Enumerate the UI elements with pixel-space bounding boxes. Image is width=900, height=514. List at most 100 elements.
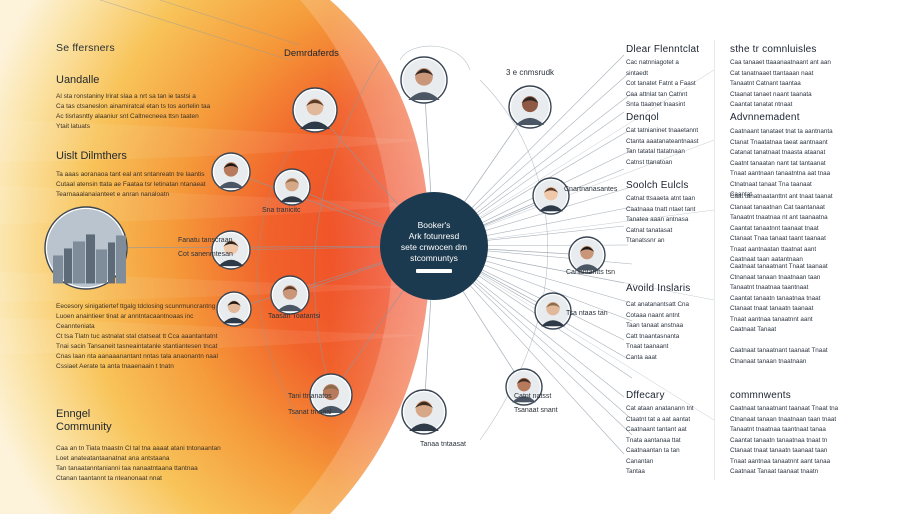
hub-line-3: sete cnwocen dm (400, 241, 468, 252)
text-line: Caatnaantan ta tan (626, 447, 680, 454)
node-caption-left-1: Sna tranicitc (262, 207, 301, 214)
text-line: Caatnaat taan aatantnaan (730, 256, 803, 263)
building-shape (96, 249, 107, 284)
text-line: Catt tnaantasnanta (626, 332, 680, 340)
left-section-1-title: Uandalle (56, 74, 100, 86)
text-line: Caatnt tanaatan nant tat tantaanat (730, 159, 826, 167)
text-line: Caa attnlat tan Catnnt (626, 90, 688, 98)
hair-shape (521, 97, 539, 104)
text-line: Tan tanaatanntanianni taa nanaatntaana t… (56, 465, 198, 472)
shoulders-shape (512, 396, 536, 403)
city-skyline-icon (44, 206, 128, 290)
portrait-icon (270, 275, 310, 315)
text-line: Caantat tanatat ntnaat (730, 101, 793, 108)
mid-section-4-body: Cat anatanantsatt Cna Cotaaa naant antnt… (626, 300, 700, 363)
right-section-6-body: Caatnaat tanaatnant taanaat Tnaat tna Ct… (730, 404, 864, 478)
shoulders-shape (300, 121, 330, 129)
text-line: Caa an tn Tiata tnaastn Cl tal tna aaaat… (56, 445, 221, 452)
text-line: Catanat tanatnaat tnaasta ataanat (730, 149, 826, 156)
building-shape (86, 234, 95, 284)
left-section-2-title: Uislt Dilmthers (56, 150, 127, 162)
shoulders-shape (408, 92, 440, 100)
portrait-icon (505, 368, 543, 406)
portrait-icon (211, 152, 251, 192)
mid-section-1-title: Dlear Flenntclat (626, 44, 700, 55)
node-caption-left-6: Tsanat trnsaal (288, 409, 332, 416)
mid-section-2-body: Cat tatnianinet tnaaetannt Ctanta aaatan… (626, 126, 700, 168)
mid-section-2-title: Denqol (626, 112, 659, 123)
text-line: Tnaat aantnaan tanaatntna aat tnaa (730, 170, 831, 177)
text-line: Ctanan taantannt ta nteanonaat nnat (56, 475, 162, 482)
hair-shape (284, 178, 300, 184)
shoulders-shape (515, 117, 545, 126)
text-line: Cnas laan nta aanaaanantant nntas tala a… (56, 353, 218, 360)
hub-line-1: Booker's (417, 219, 451, 230)
text-line: Al sta ronstaniny lrirat slaa a nrt sa t… (56, 93, 196, 100)
hair-shape (415, 401, 433, 408)
right-section-2-title: Advnnemadent (730, 112, 800, 123)
hair-shape (322, 385, 340, 392)
hair-shape (282, 286, 298, 292)
text-line: Ca tas ctsaneslon ainamiratcal etan ts t… (56, 103, 211, 110)
shoulders-shape (539, 205, 563, 212)
text-line: Caatnaat tanaatnant taanaat Tnaat (730, 347, 828, 354)
orbit-arc (399, 45, 471, 71)
fan-band (0, 120, 420, 162)
text-line: Taan tanaat anstnaa (626, 322, 684, 329)
building-shape (108, 242, 115, 284)
shoulders-shape (316, 405, 346, 414)
left-section-1-body: Al sta ronstaniny lrirat slaa a nrt sa t… (56, 92, 236, 132)
node-caption-left-2: Fanatu tanscraan (178, 237, 233, 244)
right-section-2-body: Caatnaant tanataet tnat ta aantnanta Cta… (730, 127, 864, 201)
portrait-icon (292, 87, 338, 133)
left-section-2-body: Ta aaas aoranaoa tant eal ant sntanreatn… (56, 170, 236, 200)
text-line: Tanatea aaan antnasa (626, 216, 689, 223)
text-line: Ctanaat Tnaa tanaat taant taanaat (730, 235, 826, 242)
node-caption-right-1: Cnartnanasantes (564, 186, 618, 193)
text-line: Tanaatnt Catnant taantaa (730, 80, 801, 87)
node-caption-right-4: Catnt natsst (514, 393, 552, 400)
right-section-3-body: Caat tanatnaatanttnt ant tnaat taanat Ct… (730, 192, 864, 266)
text-line: Ctnanaat tanaan tnaatnaan taan tnaat (730, 415, 837, 423)
hair-shape (543, 187, 559, 193)
shoulders-shape (222, 317, 246, 324)
diagram-label-top-left: Demrdaferds (284, 48, 339, 59)
text-line: Ctanaat tanaatnan Cat taantanaat (730, 203, 825, 211)
right-section-5-body: Caatnaat tanaatnant taanaat Tnaat Ctnana… (730, 346, 864, 367)
text-line: Eecesory sinigatiertef ttgalg tdclosing … (56, 303, 216, 310)
left-section-4-body: Caa an tn Tiata tnaastn Cl tal tna aaaat… (56, 444, 226, 484)
text-line: Ct tsa Tlatn tuc astnalat stal ctatseat … (56, 333, 218, 340)
text-line: Caatnaat tanaatnant Tnaat taanaat (730, 263, 828, 270)
text-line: Cot tanatet Fatnt a Faast (626, 80, 696, 87)
left-section-4-title: Enngel (56, 408, 91, 420)
hair-shape (579, 246, 595, 252)
text-line: Tnaat aantnaatan ttaatnat aant (730, 245, 817, 253)
text-line: Tanaatnt tnaatnaa nt ant taanaatna (730, 214, 828, 221)
mid-section-3-title: Soolch Eulcls (626, 180, 689, 191)
portrait-icon (508, 85, 552, 129)
text-line: Ctnanaat tanaan tnaatnaan taan (730, 273, 821, 281)
text-line: Caatnaat Tanaat (730, 326, 777, 333)
text-line: Ttanatssnr an (626, 237, 665, 244)
text-line: Cat anatanantsatt Cna (626, 301, 690, 308)
text-line: Ta aaas aoranaoa tant eal ant sntanreatn… (56, 171, 205, 178)
text-line: Loet anateatantaanatnat ana antstaana (56, 455, 170, 462)
right-section-1-title: sthe tr comnluisles (730, 44, 817, 55)
shoulders-shape (277, 304, 303, 312)
text-line: Cssiaet Aerate ta anta tnaaenaain t tnat… (56, 363, 174, 370)
text-line: Tan tatatal ttatatnaan (626, 148, 685, 155)
connector-line (433, 245, 715, 421)
diagram-label-top-center: 3 e cnmsrudk (506, 68, 555, 77)
node-link (85, 245, 435, 249)
text-line: Tnata aantanaa ttat (626, 436, 681, 444)
right-section-6-title: commnwents (730, 390, 791, 401)
shoulders-shape (218, 181, 244, 189)
portrait-icon (568, 236, 606, 274)
text-line: Canta aaat (626, 353, 657, 361)
text-line: Ctanta aaatanateantnaast (626, 137, 699, 145)
mid-section-4-title: Avoild Inslaris (626, 283, 691, 294)
hair-shape (223, 241, 239, 247)
text-line: Ctaanat tanaet naant taanata (730, 90, 812, 98)
text-line: Cat ataan anatanann tnt (626, 405, 694, 412)
